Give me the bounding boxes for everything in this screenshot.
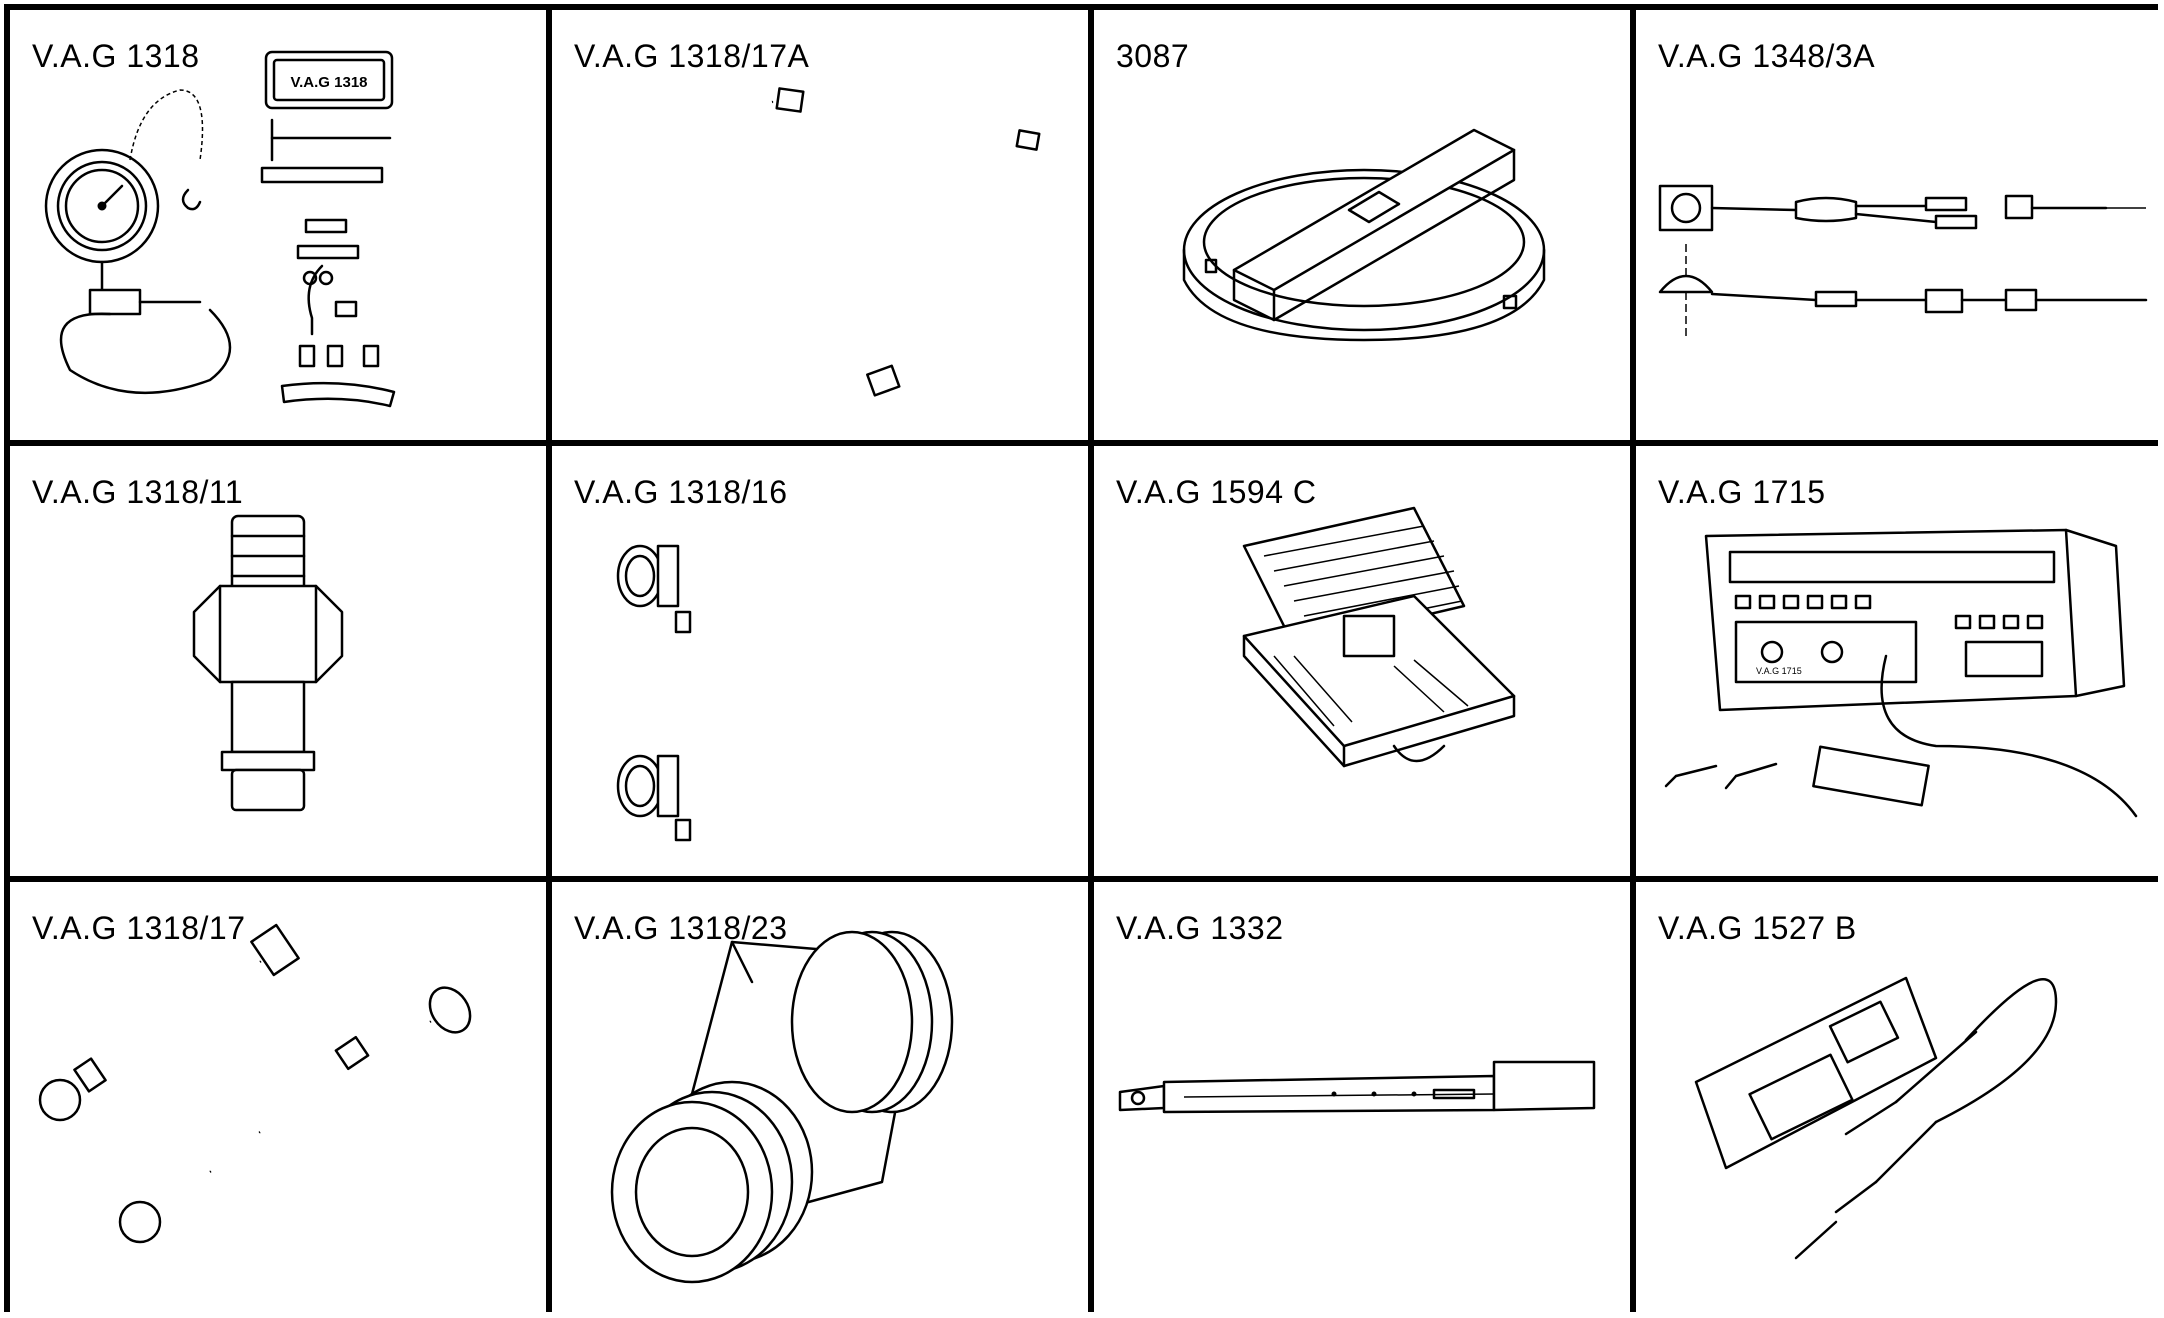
tool-cell-vag-1318-11: V.A.G 1318/11 [10,446,546,876]
wrench-ring-illustration [1094,10,1630,440]
torque-wrench-illustration [1094,882,1630,1312]
tool-cell-3087: 3087 [1094,10,1630,440]
pressure-gauge-kit-illustration: V.A.G 1318 [10,10,546,440]
adapter-cable-set-illustration [1636,10,2164,440]
tool-label: 3087 [1116,38,1190,74]
tool-label: V.A.G 1318 [32,38,200,74]
u-hose-with-clamps-illustration [552,446,1088,876]
multimeter-device-illustration: V.A.G 1715 [1636,446,2164,876]
tool-cell-vag-1318-16: V.A.G 1318/16 [552,446,1088,876]
case-label: V.A.G 1318 [291,74,368,91]
tool-cell-vag-1348-3a: V.A.G 1348/3A [1636,10,2164,440]
tool-label: V.A.G 1318/23 [574,910,788,946]
voltage-tester-illustration [1636,882,2164,1312]
tool-cell-vag-1715: V.A.G 1715 V.A.G 1715 [1636,446,2164,876]
tool-cell-vag-1318-23: V.A.G 1318/23 [552,882,1088,1312]
tool-label: V.A.G 1594 C [1116,474,1317,510]
pressure-line-pair-illustration [10,882,546,1312]
hose-with-connectors-illustration [552,10,1088,440]
tool-label: V.A.G 1348/3A [1658,38,1876,74]
tool-cell-vag-1318: V.A.G 1318 V.A.G 1318 [10,10,546,440]
tool-case-illustration [1094,446,1630,876]
tool-cell-vag-1332: V.A.G 1332 [1094,882,1630,1312]
tool-label: V.A.G 1318/16 [574,474,788,510]
tool-cell-vag-1527-b: V.A.G 1527 B [1636,882,2164,1312]
tool-label: V.A.G 1715 [1658,474,1826,510]
thread-rings [792,932,952,1112]
tool-label: V.A.G 1318/17 [32,910,246,946]
tool-label: V.A.G 1318/11 [32,474,244,510]
tool-label: V.A.G 1332 [1116,910,1284,946]
tool-cell-vag-1594-c: V.A.G 1594 C [1094,446,1630,876]
device-brand-text: V.A.G 1715 [1756,666,1802,676]
tool-grid: V.A.G 1318 V.A.G 1318 [4,4,2164,1312]
threaded-adapter-illustration [10,446,546,876]
tool-label: V.A.G 1527 B [1658,910,1857,946]
tool-label: V.A.G 1318/17A [574,38,810,74]
front-thread-rings [612,1082,812,1282]
tool-cell-vag-1318-17: V.A.G 1318/17 [10,882,546,1312]
tool-cell-vag-1318-17a: V.A.G 1318/17A [552,10,1088,440]
large-threaded-adapter-illustration [552,882,1088,1312]
